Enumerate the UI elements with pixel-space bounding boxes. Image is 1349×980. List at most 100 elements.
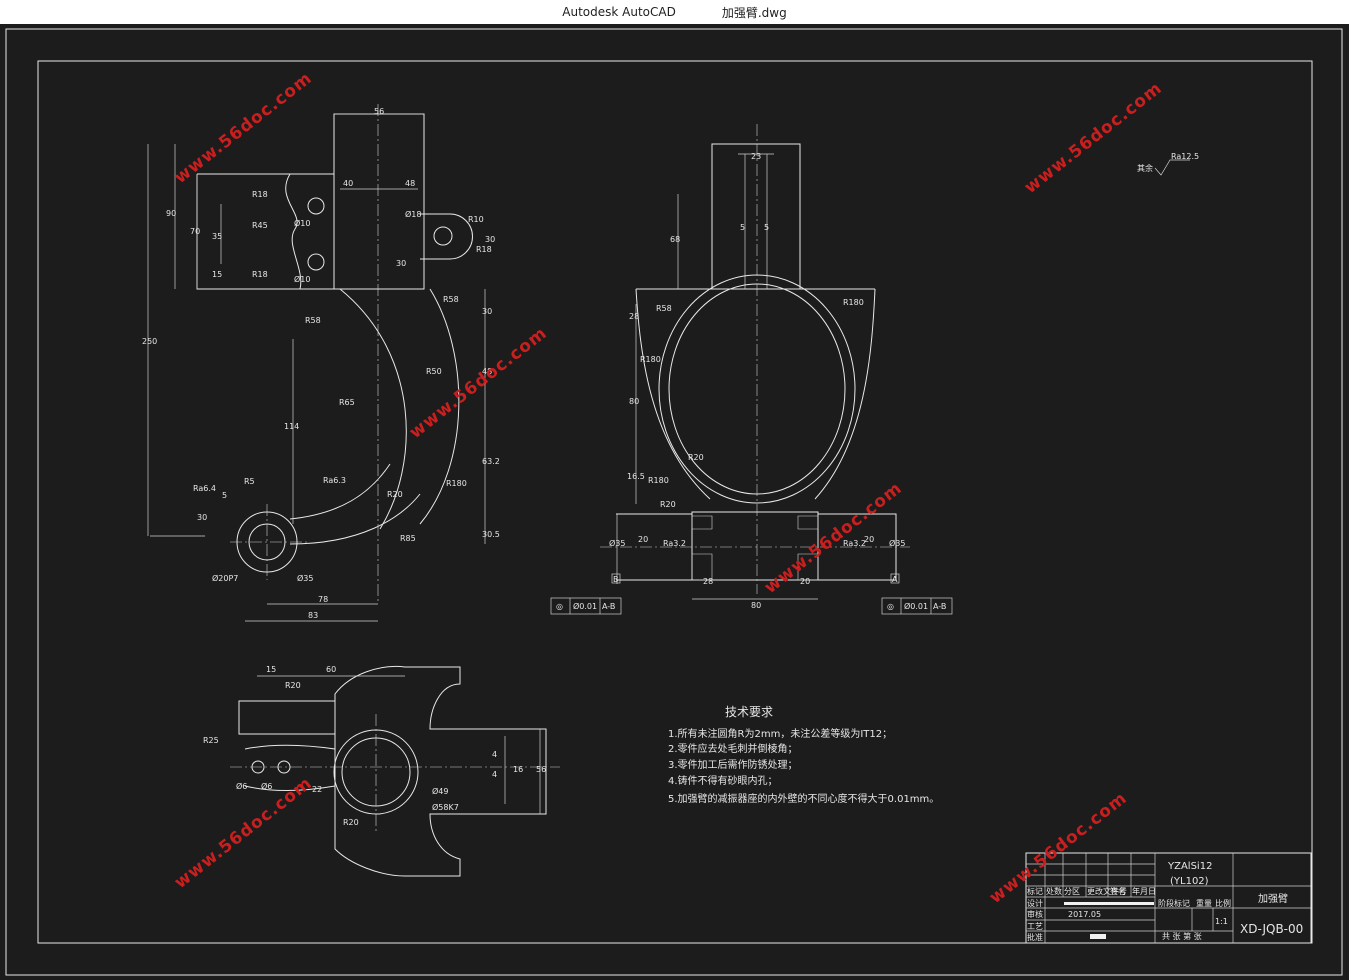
svg-text:Ø6: Ø6 [236, 781, 247, 791]
svg-text:R180: R180 [843, 298, 864, 307]
tolerance-frame-left: ◎ Ø0.01 A-B [550, 597, 622, 615]
svg-text:28: 28 [703, 577, 713, 586]
svg-text:R50: R50 [426, 367, 442, 376]
svg-text:Ø49: Ø49 [432, 786, 448, 796]
tech-requirements: 技术要求 1.所有未注圆角R为2mm，未注公差等级为IT12； 2.零件应去处毛… [668, 705, 939, 805]
window-titlebar: Autodesk AutoCAD 加强臂.dwg [0, 0, 1349, 24]
svg-text:20: 20 [638, 535, 648, 544]
svg-text:20: 20 [864, 535, 874, 544]
svg-text:30: 30 [485, 235, 495, 244]
svg-text:35: 35 [212, 232, 222, 241]
svg-text:阶段标记: 阶段标记 [1158, 898, 1190, 908]
svg-text:比例: 比例 [1215, 898, 1231, 908]
svg-text:30: 30 [482, 307, 492, 316]
svg-text:22: 22 [312, 785, 322, 794]
svg-text:90: 90 [166, 209, 176, 218]
svg-text:16.5: 16.5 [627, 472, 645, 481]
svg-text:R18: R18 [252, 270, 268, 279]
svg-text:R20: R20 [387, 490, 403, 499]
svg-text:(YL102): (YL102) [1170, 876, 1209, 887]
svg-text:R85: R85 [400, 534, 416, 543]
top-view: 15 60 R20 R25 Ø6 Ø6 22 Ø49 Ø58K7 R20 4 4… [203, 665, 560, 877]
svg-text:R58: R58 [305, 316, 321, 325]
watermark: www.56doc.com [171, 68, 316, 188]
svg-text:40: 40 [343, 179, 353, 188]
tech-req-item: 5.加强臂的减振器座的内外壁的不同心度不得大于0.01mm。 [668, 792, 939, 805]
svg-text:A-B: A-B [933, 602, 946, 611]
svg-text:工艺: 工艺 [1027, 922, 1043, 931]
svg-text:16: 16 [513, 765, 523, 774]
svg-text:28: 28 [629, 312, 639, 321]
svg-text:250: 250 [142, 337, 157, 346]
svg-text:80: 80 [629, 397, 639, 406]
svg-text:Ra6.3: Ra6.3 [323, 476, 346, 485]
svg-text:Ø20P7: Ø20P7 [212, 573, 238, 583]
svg-text:R20: R20 [688, 453, 704, 462]
svg-text:其余: 其余 [1137, 163, 1153, 173]
svg-text:R180: R180 [640, 355, 661, 364]
tech-req-item: 1.所有未注圆角R为2mm，未注公差等级为IT12； [668, 727, 892, 740]
svg-text:Ra12.5: Ra12.5 [1171, 152, 1199, 161]
title-block: YZAlSi12 (YL102) 加强臂 XD-JQB-00 1:1 共 张 第… [1025, 852, 1312, 944]
svg-text:B: B [613, 575, 619, 584]
svg-text:设计: 设计 [1027, 898, 1043, 908]
svg-text:56: 56 [374, 107, 384, 116]
svg-text:A-B: A-B [602, 602, 615, 611]
svg-text:20: 20 [800, 577, 810, 586]
svg-text:R180: R180 [446, 479, 467, 488]
outer-frame [5, 28, 1343, 976]
title-block-fill [1064, 902, 1154, 905]
svg-text:R18: R18 [476, 245, 492, 254]
svg-text:R18: R18 [252, 190, 268, 199]
svg-text:批准: 批准 [1027, 932, 1043, 942]
svg-text:114: 114 [284, 422, 299, 431]
svg-text:5: 5 [740, 223, 745, 232]
svg-text:标记: 标记 [1027, 886, 1043, 896]
watermark: www.56doc.com [406, 323, 551, 443]
tech-req-item: 2.零件应去处毛刺并倒棱角； [668, 742, 798, 755]
svg-text:23: 23 [751, 152, 761, 161]
cad-drawing[interactable]: 56 40 48 R18 R45 R18 Ø10 Ø10 Ø18 R10 R18… [0, 24, 1349, 980]
tech-requirements-title: 技术要求 [725, 705, 773, 719]
svg-text:R20: R20 [343, 818, 359, 827]
svg-text:重量: 重量 [1196, 898, 1212, 908]
svg-text:R5: R5 [244, 477, 255, 486]
watermark: www.56doc.com [1021, 78, 1166, 198]
side-view: 23 5 5 68 R58 R180 R180 28 80 R20 16.5 R… [550, 124, 953, 615]
svg-text:1:1: 1:1 [1215, 917, 1228, 926]
svg-text:Ra3.2: Ra3.2 [663, 539, 686, 548]
svg-text:30: 30 [396, 259, 406, 268]
svg-text:处数: 处数 [1046, 886, 1062, 896]
svg-text:68: 68 [670, 235, 680, 244]
svg-text:R180: R180 [648, 476, 669, 485]
svg-text:30.5: 30.5 [482, 530, 500, 539]
svg-text:Ø10: Ø10 [294, 274, 310, 284]
drawing-canvas[interactable]: 56 40 48 R18 R45 R18 Ø10 Ø10 Ø18 R10 R18… [0, 24, 1349, 980]
side-view-labels: 23 5 5 68 R58 R180 R180 28 80 R20 16.5 R… [609, 152, 905, 610]
svg-text:83: 83 [308, 611, 318, 620]
svg-text:Ø35: Ø35 [609, 538, 625, 548]
svg-text:R65: R65 [339, 398, 355, 407]
svg-text:R20: R20 [660, 500, 676, 509]
surface-roughness-note: 其余 Ra12.5 [1137, 152, 1199, 176]
svg-text:70: 70 [190, 227, 200, 236]
svg-text:4: 4 [492, 750, 497, 759]
svg-text:◎: ◎ [887, 602, 894, 611]
svg-text:5: 5 [222, 491, 227, 500]
svg-text:15: 15 [212, 270, 222, 279]
svg-text:Ø10: Ø10 [294, 218, 310, 228]
svg-text:XD-JQB-00: XD-JQB-00 [1240, 922, 1303, 936]
svg-text:加强臂: 加强臂 [1258, 892, 1288, 905]
file-name: 加强臂.dwg [721, 5, 787, 20]
svg-text:Ø0.01: Ø0.01 [573, 601, 597, 611]
svg-text:A: A [892, 575, 898, 584]
app-name: Autodesk AutoCAD [562, 5, 676, 19]
svg-text:5: 5 [764, 223, 769, 232]
title-block-fill [1090, 934, 1106, 939]
svg-text:签名: 签名 [1110, 886, 1126, 896]
svg-text:更改文件号: 更改文件号 [1087, 886, 1127, 896]
svg-text:63.2: 63.2 [482, 457, 500, 466]
tech-req-item: 4.铸件不得有砂眼内孔； [668, 774, 778, 787]
tolerance-frame-right: ◎ Ø0.01 A-B [881, 597, 953, 615]
watermark: www.56doc.com [171, 773, 316, 893]
